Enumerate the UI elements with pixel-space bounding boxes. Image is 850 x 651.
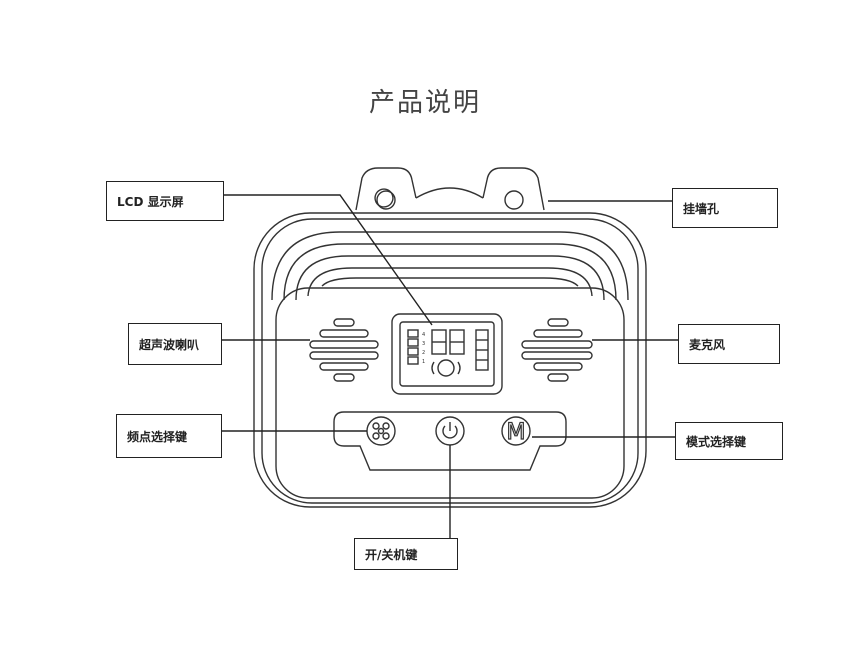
lcd-screen <box>391 313 503 395</box>
callout-speaker: 超声波喇叭 <box>128 323 222 365</box>
power-icon <box>442 422 458 439</box>
tab-bridge <box>415 187 484 199</box>
callout-lcd: LCD 显示屏 <box>106 181 224 221</box>
wall-hanging-tab-right <box>482 167 545 211</box>
paw-icon <box>372 422 390 440</box>
mode-button[interactable] <box>501 416 531 446</box>
speaker-grille <box>309 318 379 382</box>
wall-hanging-tab-left <box>355 167 417 211</box>
leader-lines <box>220 194 680 540</box>
lcd-level-number: 4 <box>422 332 425 338</box>
callout-microphone: 麦克风 <box>678 324 780 364</box>
lcd-level-number: 3 <box>422 341 425 347</box>
page-title: 产品说明 <box>368 88 481 118</box>
lcd-level-number: 2 <box>422 350 425 356</box>
power-button[interactable] <box>435 416 465 446</box>
callout-mode-button: 模式选择键 <box>675 422 783 460</box>
frequency-button[interactable] <box>366 416 396 446</box>
callout-power-button: 开/关机键 <box>354 538 458 570</box>
wave-icon <box>437 359 455 377</box>
lcd-level-number: 1 <box>422 359 425 365</box>
button-bar <box>333 411 567 471</box>
callout-frequency-button: 频点选择键 <box>116 414 222 458</box>
callout-hanging-hole: 挂墙孔 <box>672 188 778 228</box>
mode-button-glyph: M <box>507 420 526 445</box>
microphone-grille <box>521 318 593 382</box>
